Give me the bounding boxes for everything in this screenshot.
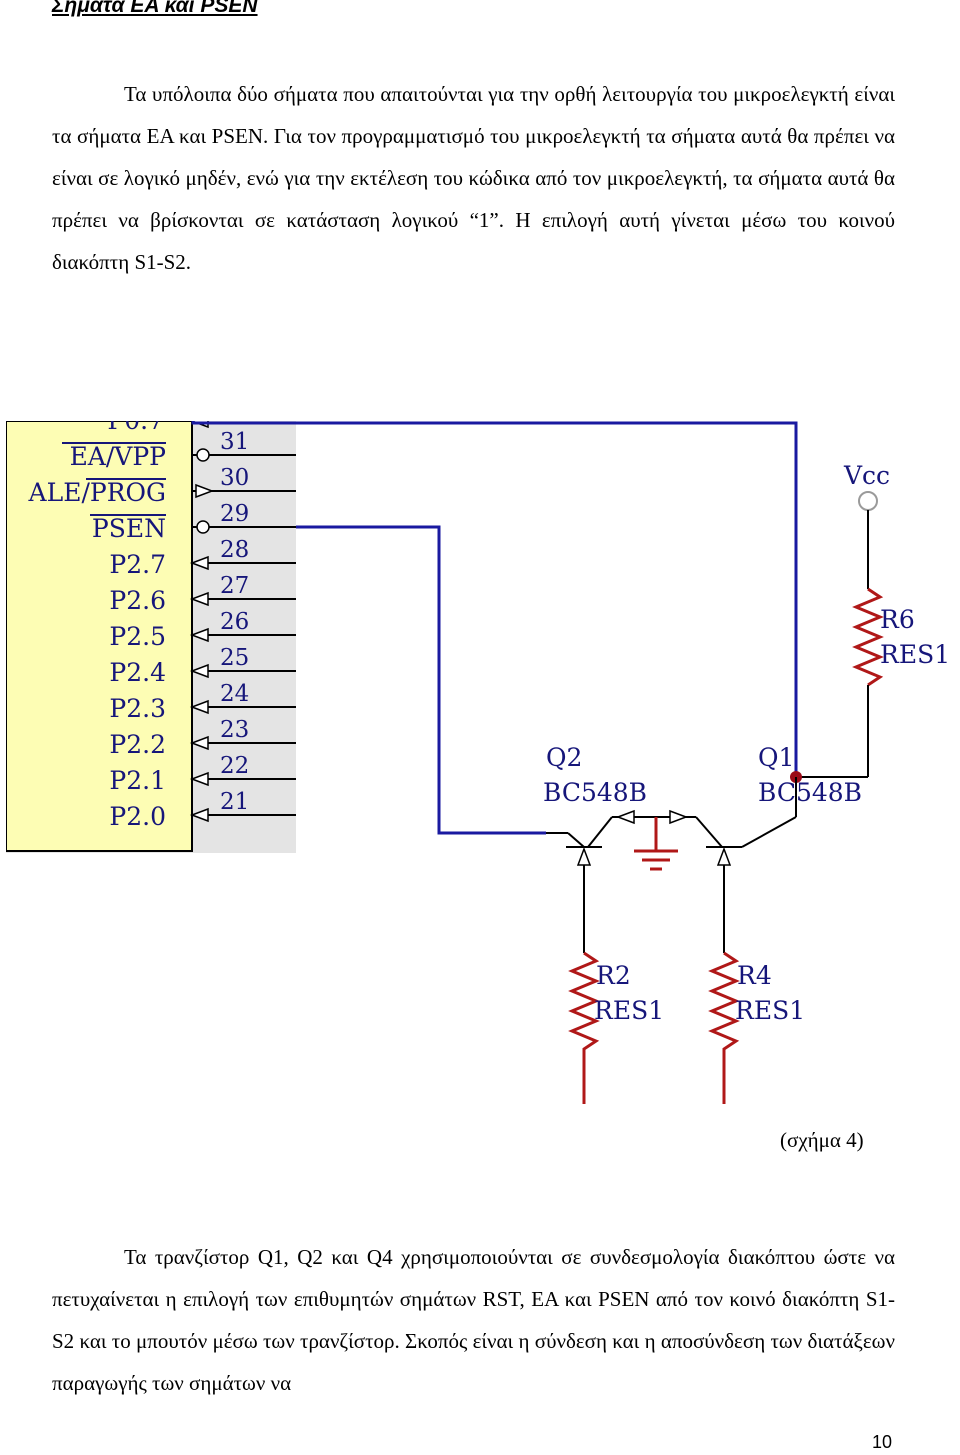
pin-number: 27 xyxy=(220,573,249,599)
r4-label: R4 xyxy=(737,961,772,990)
pin-number: 21 xyxy=(220,789,249,815)
schematic-drawing: P0.7 EA/VPP ALE/PROG PSEN P2.7 P2.6 P2.5… xyxy=(6,421,956,1104)
pin-number: 30 xyxy=(220,465,249,491)
paragraph-intro-text: Τα υπόλοιπα δύο σήματα που απαιτούνται γ… xyxy=(52,82,895,274)
pin-number: 24 xyxy=(220,681,249,707)
pin-number: 25 xyxy=(220,645,249,671)
pin-name: ALE/PROG xyxy=(28,478,166,507)
r2-label: R2 xyxy=(596,961,631,990)
page-number: 10 xyxy=(872,1432,893,1452)
pin-name: P2.7 xyxy=(109,550,166,579)
pin-number: 26 xyxy=(220,609,249,635)
pin-name: EA/VPP xyxy=(70,442,166,471)
r4-type: RES1 xyxy=(735,996,805,1025)
r2-resistor xyxy=(568,951,600,1104)
ground-symbol xyxy=(634,849,678,871)
r6-label: R6 xyxy=(880,605,915,634)
paragraph-transistors-text: Τα τρανζίστορ Q1, Q2 και Q4 χρησιμοποιού… xyxy=(52,1245,895,1395)
q1-type: BC548B xyxy=(758,778,862,807)
pin-number: 22 xyxy=(220,753,249,779)
paragraph-transistors: Τα τρανζίστορ Q1, Q2 και Q4 χρησιμοποιού… xyxy=(52,1236,895,1404)
ea-wire xyxy=(191,421,798,777)
r6-resistor xyxy=(852,587,884,687)
pin-number: 28 xyxy=(220,537,249,563)
q2-label: Q2 xyxy=(546,743,582,772)
pin-name: P0.7 xyxy=(107,421,164,435)
pin-name: PSEN xyxy=(92,514,166,543)
pin-name: P2.2 xyxy=(109,730,166,759)
pin-name: P2.5 xyxy=(109,622,166,651)
circuit-schematic: P0.7 EA/VPP ALE/PROG PSEN P2.7 P2.6 P2.5… xyxy=(6,421,956,1104)
pin-name: P2.3 xyxy=(109,694,166,723)
pin-name: P2.1 xyxy=(109,766,166,795)
pin-name: P2.0 xyxy=(109,802,166,831)
q2-type: BC548B xyxy=(543,778,647,807)
vcc-terminal xyxy=(858,491,878,511)
r4-resistor xyxy=(708,951,740,1104)
paragraph-intro: Τα υπόλοιπα δύο σήματα που απαιτούνται γ… xyxy=(52,73,895,283)
pin-name: P2.6 xyxy=(109,586,166,615)
pin-name: P2.4 xyxy=(109,658,166,687)
r2-type: RES1 xyxy=(594,996,664,1025)
r6-type: RES1 xyxy=(880,640,950,669)
vcc-label: Vcc xyxy=(843,461,890,490)
pin-number: 23 xyxy=(220,717,249,743)
section-heading: Σήματα ΕΑ και PSEN xyxy=(52,0,258,17)
microcontroller-body xyxy=(6,421,193,852)
figure-caption: (σχήμα 4) xyxy=(780,1128,864,1152)
pin-number: 31 xyxy=(220,429,249,455)
psen-wire xyxy=(296,525,546,835)
pin-number: 29 xyxy=(220,501,249,527)
q1-label: Q1 xyxy=(758,743,794,772)
